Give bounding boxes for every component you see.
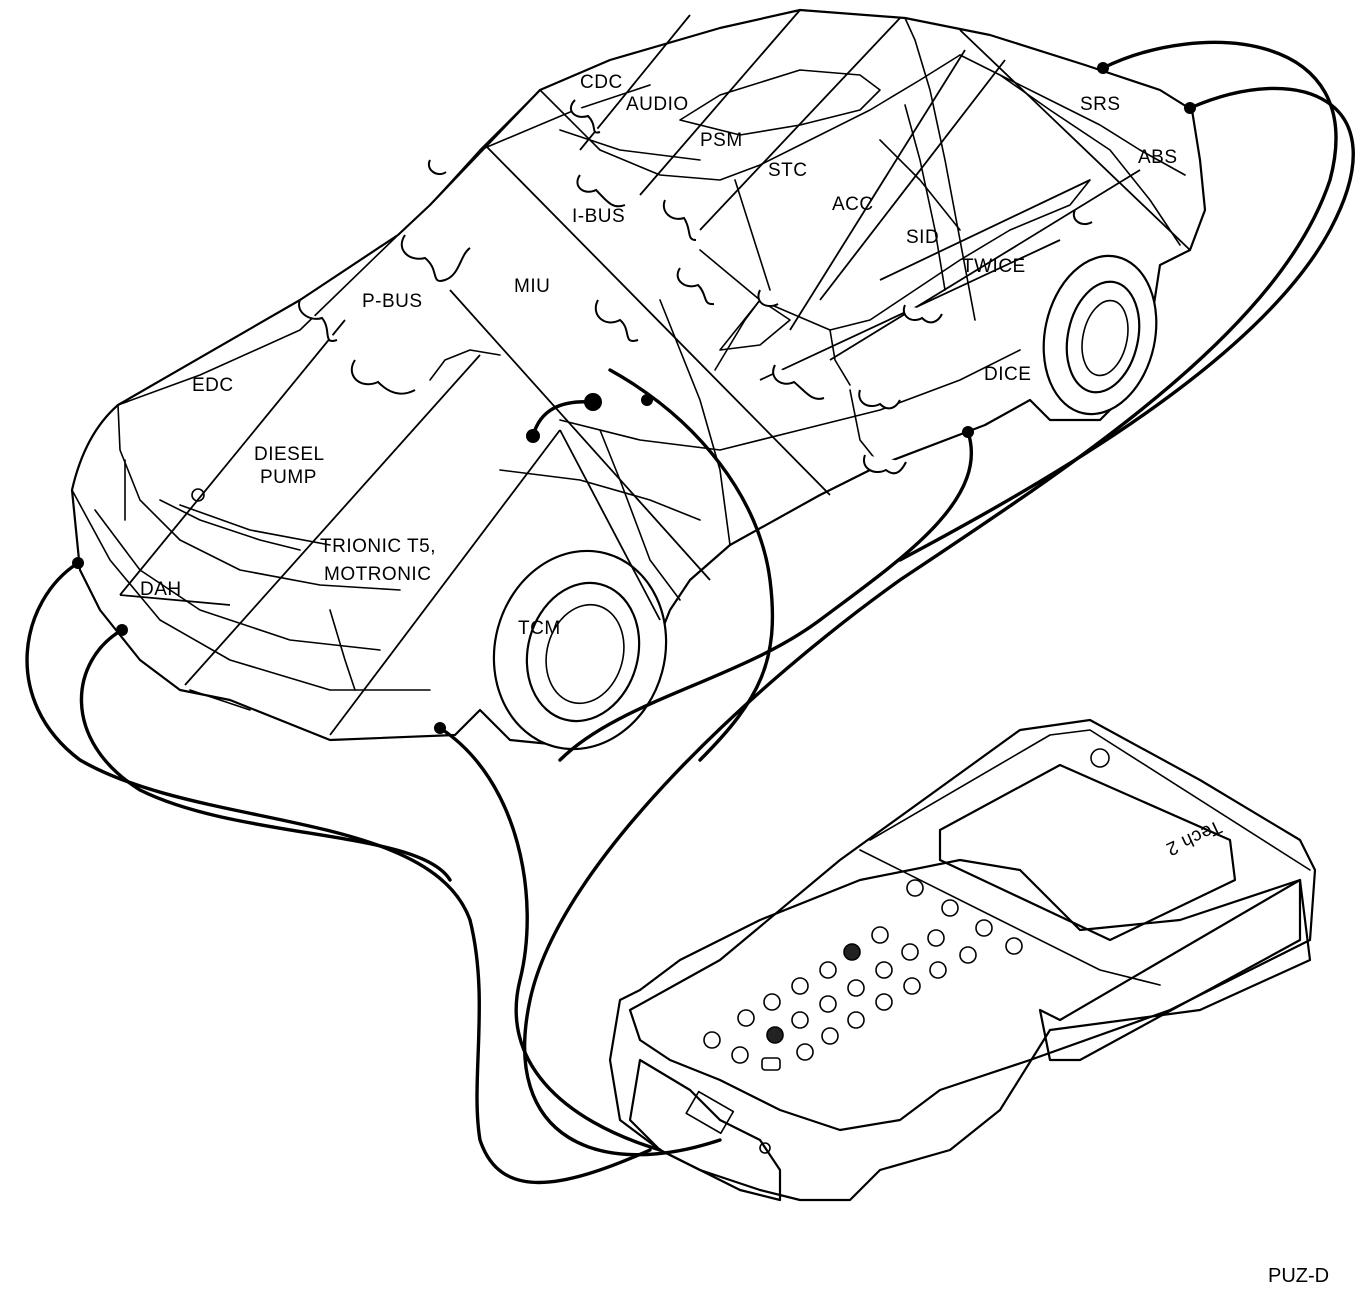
label-stc: STC: [768, 160, 808, 181]
tool-screen-text: Tech 2: [1162, 815, 1224, 859]
label-miu: MIU: [514, 276, 550, 297]
tool-housing: [628, 718, 1317, 1132]
tool-screen: [938, 763, 1237, 942]
diagnostic-tool: Tech 2: [608, 718, 1317, 1202]
figure-code: PUZ-D: [1268, 1265, 1329, 1287]
label-srs: SRS: [1080, 94, 1121, 115]
label-dah: DAH: [140, 579, 182, 600]
label-trionic-1: TRIONIC T5,: [320, 536, 436, 557]
label-abs: ABS: [1138, 147, 1178, 168]
label-psm: PSM: [700, 130, 743, 151]
cable-dice: [558, 430, 974, 762]
label-pbus: P-BUS: [362, 291, 423, 312]
label-ibus: I-BUS: [572, 206, 625, 227]
label-cdc: CDC: [580, 72, 623, 93]
tool-keypad: [703, 879, 1023, 1071]
rear-wheel: [1042, 254, 1158, 416]
car-illustration: [70, 8, 1207, 747]
label-trionic-2: MOTRONIC: [324, 564, 431, 585]
cable-srs: [523, 40, 1338, 1157]
label-edc: EDC: [192, 375, 234, 396]
cable-abs: [898, 86, 1355, 562]
cable-tcm: [438, 726, 662, 1152]
tool-holster: [608, 858, 1312, 1202]
tool-logo: [1090, 748, 1110, 768]
label-diesel-pump-1: DIESEL: [254, 444, 325, 465]
front-wheel: [492, 549, 668, 751]
label-sid: SID: [906, 227, 939, 248]
label-audio: AUDIO: [626, 94, 689, 115]
diagnostic-cables: [25, 40, 1355, 1185]
cable-miu: [608, 368, 775, 762]
label-diesel-pump-2: PUMP: [260, 467, 317, 488]
label-acc: ACC: [832, 194, 874, 215]
cable-dah-2: [79, 628, 452, 882]
label-twice: TWICE: [962, 256, 1026, 277]
wheels: [492, 254, 1158, 751]
puzzle-connectors: [298, 99, 1093, 475]
cable-engine-bay: [531, 400, 595, 438]
connection-points: [72, 62, 1196, 734]
label-tcm: TCM: [518, 618, 561, 639]
module-labels: CDC AUDIO PSM STC ACC SRS ABS I-BUS SID …: [140, 72, 1178, 639]
cable-dah-1: [25, 561, 652, 1185]
car-body-outline: [70, 8, 1207, 747]
label-dice: DICE: [984, 364, 1031, 385]
tool-connector: [628, 1058, 782, 1202]
